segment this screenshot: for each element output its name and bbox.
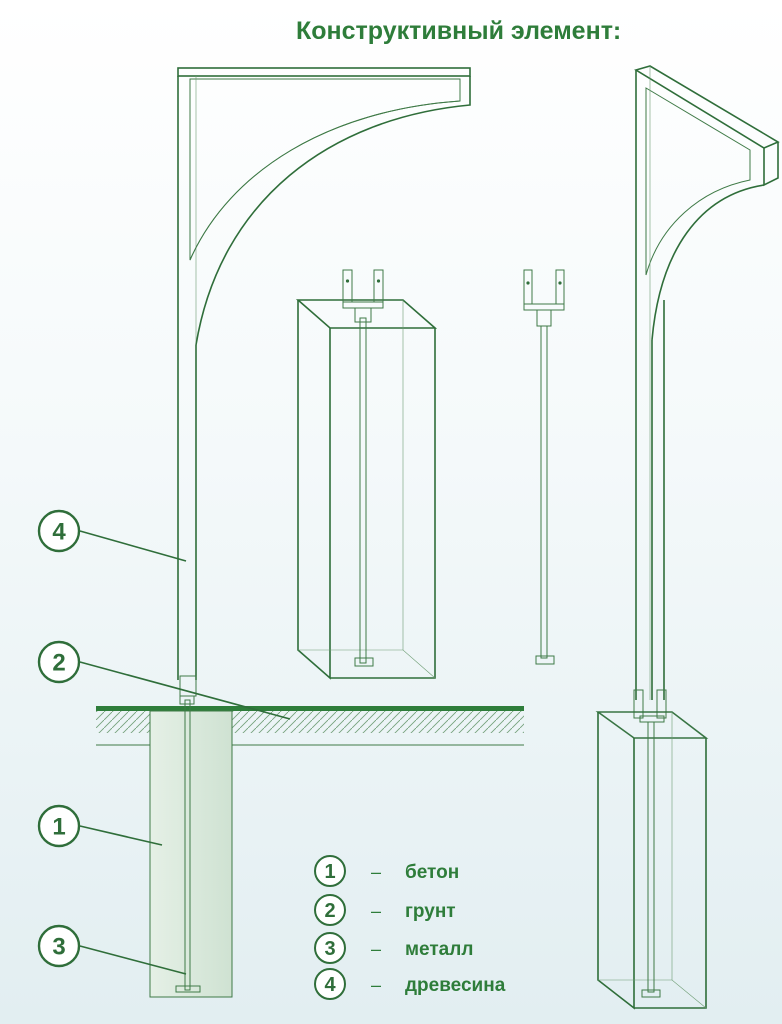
legend-item-4-label: древесина	[405, 975, 506, 996]
legend-item-1-dash: –	[371, 862, 381, 882]
legend-item-4-dash: –	[371, 975, 381, 995]
middle-footing-3d	[295, 269, 438, 680]
legend-item-1: 1 – бетон	[314, 855, 459, 887]
legend-item-2-number: 2	[324, 900, 335, 922]
legend-item-4: 4 – древесина	[314, 968, 506, 1000]
leader-1	[79, 825, 163, 846]
legend-item-2-label: грунт	[405, 901, 456, 922]
leader-4	[79, 530, 187, 562]
legend-item-3-number: 3	[324, 938, 335, 960]
right-3d-post	[595, 65, 780, 1010]
bracket-curve	[195, 76, 471, 346]
callout-2: 2	[37, 640, 81, 684]
lattice-panel	[189, 78, 461, 261]
concrete-body	[150, 711, 232, 997]
anchor-rod	[523, 269, 565, 665]
leader-3	[79, 945, 187, 975]
legend-item-1-number: 1	[324, 861, 335, 883]
concrete-footing-section	[149, 695, 233, 998]
callout-1-number: 1	[52, 814, 65, 841]
left-installed-post	[177, 67, 471, 697]
callout-2-number: 2	[52, 650, 65, 677]
callout-1: 1	[37, 804, 81, 848]
legend-item-3-label: металл	[405, 939, 473, 960]
legend-item-4-number: 4	[324, 974, 336, 996]
legend-item-1-label: бетон	[405, 862, 459, 883]
rod-base-plate	[175, 985, 201, 993]
legend-item-2-dash: –	[371, 901, 381, 921]
top-beam	[177, 67, 471, 77]
callout-4: 4	[37, 509, 81, 553]
legend-item-3-dash: –	[371, 939, 381, 959]
legend: 1 – бетон 2 – грунт 3 – металл 4 – древе…	[314, 855, 506, 1000]
callout-3: 3	[37, 924, 81, 968]
leader-2	[79, 661, 291, 720]
ground-surface	[96, 706, 524, 711]
legend-item-3: 3 – металл	[314, 932, 473, 964]
metal-rod	[184, 699, 191, 991]
legend-item-2: 2 – грунт	[314, 894, 456, 926]
callout-4-number: 4	[52, 519, 66, 546]
callout-3-number: 3	[52, 934, 65, 961]
concrete-hatch	[149, 710, 233, 998]
diagram-title: Конструктивный элемент:	[296, 17, 621, 45]
